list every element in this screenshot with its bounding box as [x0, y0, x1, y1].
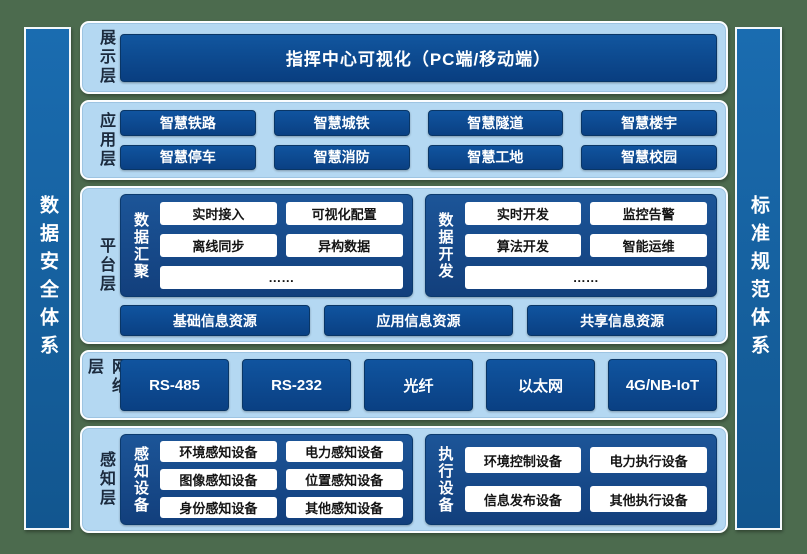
platform-resources-row: 基础信息资源 应用信息资源 共享信息资源 [120, 305, 717, 336]
group-data-development-label-wrap: 数据开发 [435, 202, 456, 289]
group-data-aggregation-grid: 实时接入 可视化配置 离线同步 异构数据 …… [160, 202, 403, 289]
layer-platform-label-wrap: 平台层 [90, 194, 120, 336]
network-items-grid: RS-485 RS-232 光纤 以太网 4G/NB-IoT [120, 358, 717, 412]
layer-application: 应用层 智慧铁路 智慧城铁 智慧隧道 智慧楼宇 智慧停车 智慧消防 智慧工地 智… [80, 100, 728, 180]
exec-item-power-execution: 电力执行设备 [590, 447, 707, 473]
app-item-smart-building: 智慧楼宇 [581, 110, 717, 136]
dev-item-realtime-dev: 实时开发 [464, 202, 582, 225]
application-items-grid: 智慧铁路 智慧城铁 智慧隧道 智慧楼宇 智慧停车 智慧消防 智慧工地 智慧校园 [120, 108, 717, 172]
perception-groups: 感知设备 环境感知设备 电力感知设备 图像感知设备 位置感知设备 身份感知设备 … [120, 434, 717, 525]
group-data-aggregation-label: 数据汇聚 [132, 211, 149, 280]
sense-item-other: 其他感知设备 [285, 497, 403, 518]
agg-item-more: …… [160, 266, 403, 289]
dev-item-intelligent-ops: 智能运维 [590, 234, 707, 257]
sense-item-position: 位置感知设备 [285, 469, 403, 490]
group-execution-devices-label: 执行设备 [436, 445, 454, 514]
net-item-fiber: 光纤 [364, 359, 473, 411]
layer-application-label: 应用层 [97, 111, 114, 169]
resource-basic-info: 基础信息资源 [120, 305, 310, 336]
net-item-rs485: RS-485 [120, 359, 229, 411]
agg-item-visual-config: 可视化配置 [285, 202, 403, 225]
group-data-development: 数据开发 实时开发 监控告警 算法开发 智能运维 …… [424, 194, 717, 297]
pillar-data-security-label: 数据安全体系 [37, 194, 58, 363]
pillar-standards-label: 标准规范体系 [748, 194, 769, 363]
layer-perception: 感知层 感知设备 环境感知设备 电力感知设备 图像感知设备 位置感知设备 身份感… [80, 426, 728, 533]
net-item-rs232: RS-232 [242, 359, 351, 411]
layer-display-label: 展示层 [97, 29, 114, 86]
exec-item-other-execution: 其他执行设备 [590, 486, 707, 512]
layer-display-label-wrap: 展示层 [90, 29, 120, 86]
app-item-smart-parking: 智慧停车 [120, 144, 256, 170]
dev-item-algorithm-dev: 算法开发 [464, 234, 582, 257]
app-item-smart-metro: 智慧城铁 [273, 110, 410, 136]
group-data-development-label: 数据开发 [436, 211, 454, 280]
layer-network: 网络层 RS-485 RS-232 光纤 以太网 4G/NB-IoT [80, 350, 728, 420]
net-item-4g-nbiot: 4G/NB-IoT [608, 359, 717, 411]
sense-item-environment: 环境感知设备 [160, 441, 277, 462]
group-execution-devices-grid: 环境控制设备 电力执行设备 信息发布设备 其他执行设备 [464, 447, 707, 512]
platform-content: 数据汇聚 实时接入 可视化配置 离线同步 异构数据 …… 数据开发 [120, 194, 717, 336]
group-data-aggregation-label-wrap: 数据汇聚 [130, 202, 151, 289]
command-center-visualization-bar: 指挥中心可视化（PC端/移动端） [120, 33, 717, 82]
resource-shared-info: 共享信息资源 [527, 305, 717, 336]
group-sensing-devices-label-wrap: 感知设备 [130, 442, 151, 517]
sense-item-power: 电力感知设备 [285, 441, 403, 462]
net-item-ethernet: 以太网 [486, 359, 595, 411]
layer-platform: 平台层 数据汇聚 实时接入 可视化配置 离线同步 异构数据 …… [80, 186, 728, 344]
app-item-smart-worksite: 智慧工地 [427, 144, 564, 170]
group-data-aggregation: 数据汇聚 实时接入 可视化配置 离线同步 异构数据 …… [120, 194, 413, 297]
layer-platform-label: 平台层 [97, 236, 114, 294]
group-data-development-grid: 实时开发 监控告警 算法开发 智能运维 …… [464, 202, 707, 289]
platform-groups: 数据汇聚 实时接入 可视化配置 离线同步 异构数据 …… 数据开发 [120, 194, 717, 297]
app-item-smart-campus: 智慧校园 [581, 144, 717, 170]
agg-item-realtime-access: 实时接入 [160, 202, 277, 225]
layer-application-label-wrap: 应用层 [90, 108, 120, 172]
dev-item-monitor-alert: 监控告警 [590, 202, 707, 225]
sense-item-image: 图像感知设备 [160, 469, 277, 490]
layer-perception-label-wrap: 感知层 [90, 434, 120, 525]
pillar-data-security: 数据安全体系 [24, 27, 71, 530]
group-execution-devices: 执行设备 环境控制设备 电力执行设备 信息发布设备 其他执行设备 [424, 434, 717, 525]
dev-item-more: …… [464, 266, 707, 289]
app-item-smart-firefighting: 智慧消防 [273, 144, 410, 170]
layer-display: 展示层 指挥中心可视化（PC端/移动端） [80, 21, 728, 94]
group-execution-devices-label-wrap: 执行设备 [435, 442, 456, 517]
exec-item-info-publishing: 信息发布设备 [464, 486, 582, 512]
exec-item-environment-control: 环境控制设备 [464, 447, 582, 473]
group-sensing-devices-grid: 环境感知设备 电力感知设备 图像感知设备 位置感知设备 身份感知设备 其他感知设… [160, 441, 403, 518]
resource-application-info: 应用信息资源 [323, 305, 514, 336]
group-sensing-devices-label: 感知设备 [132, 445, 149, 514]
agg-item-heterogeneous-data: 异构数据 [285, 234, 403, 257]
app-item-smart-railway: 智慧铁路 [120, 110, 256, 136]
layer-perception-label: 感知层 [97, 451, 114, 508]
layers-stack: 展示层 指挥中心可视化（PC端/移动端） 应用层 智慧铁路 智慧城铁 智慧隧道 … [80, 21, 728, 533]
group-sensing-devices: 感知设备 环境感知设备 电力感知设备 图像感知设备 位置感知设备 身份感知设备 … [120, 434, 413, 525]
app-item-smart-tunnel: 智慧隧道 [427, 110, 564, 136]
pillar-standards: 标准规范体系 [735, 27, 782, 530]
layer-network-label-wrap: 网络层 [85, 358, 126, 412]
agg-item-offline-sync: 离线同步 [160, 234, 277, 257]
sense-item-identity: 身份感知设备 [160, 497, 277, 518]
